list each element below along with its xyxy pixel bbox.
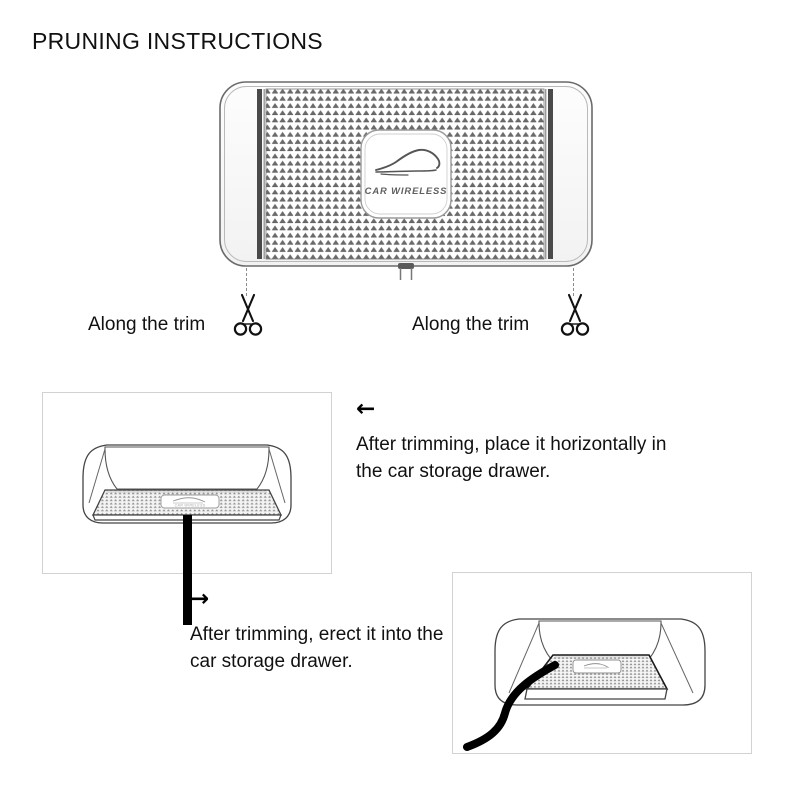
pad-logo-badge (572, 659, 622, 674)
product-right-stripe (548, 89, 553, 259)
pad-logo-badge-text: CAR WIRELESS (175, 503, 206, 507)
arrow-right-icon: → (190, 586, 210, 612)
vertical-placement-illustration (463, 618, 706, 751)
product-brand-label: CAR WIRELESS (365, 185, 448, 196)
arrow-left-icon: ← (356, 396, 376, 422)
cable-connector-nub (398, 263, 414, 269)
drawer-inner-cavity (538, 620, 662, 660)
drawer-left-crease (508, 622, 540, 694)
product-right-stripe-highlight (545, 89, 547, 259)
caption-horizontal-placement: ← After trimming, place it horizontally … (356, 398, 674, 485)
car-silhouette-icon (375, 148, 441, 176)
cut-label-right: Along the trim (412, 314, 530, 335)
panel-vertical-placement (452, 572, 752, 754)
scissors-icon-left (231, 293, 265, 339)
scissors-icon-right (558, 293, 592, 339)
panel-horizontal-placement: CAR WIRELESS (42, 392, 332, 625)
product-top-view-svg: CAR WIRELESS (219, 81, 593, 280)
caption-vertical-placement: → After trimming, erect it into the car … (190, 588, 450, 675)
product-logo-plate-inner (364, 133, 448, 215)
product-illustration: CAR WIRELESS (218, 80, 594, 280)
drawer-right-crease (268, 448, 286, 504)
product-texture-field-border (265, 88, 545, 260)
product-left-stripe (257, 89, 262, 259)
cut-line-left (246, 268, 247, 296)
product-inner-bezel-line (224, 86, 588, 262)
page-title: PRUNING INSTRUCTIONS (32, 28, 323, 54)
drawer-left-crease (88, 448, 106, 504)
caption-vertical-text: After trimming, erect it into the car st… (190, 624, 444, 672)
pad-logo-badge: CAR WIRELESS (160, 494, 220, 509)
horizontal-placement-illustration: CAR WIRELESS (82, 444, 292, 625)
drawer-inner-cavity (104, 446, 270, 490)
power-cable-vertical (463, 661, 559, 751)
cut-label-left: Along the trim (88, 314, 206, 335)
power-cable-horizontal (183, 515, 192, 625)
drawer-right-crease (660, 622, 694, 694)
cut-line-right (573, 268, 574, 296)
product-left-stripe-highlight (263, 89, 265, 259)
caption-horizontal-text: After trimming, place it horizontally in… (356, 434, 667, 482)
